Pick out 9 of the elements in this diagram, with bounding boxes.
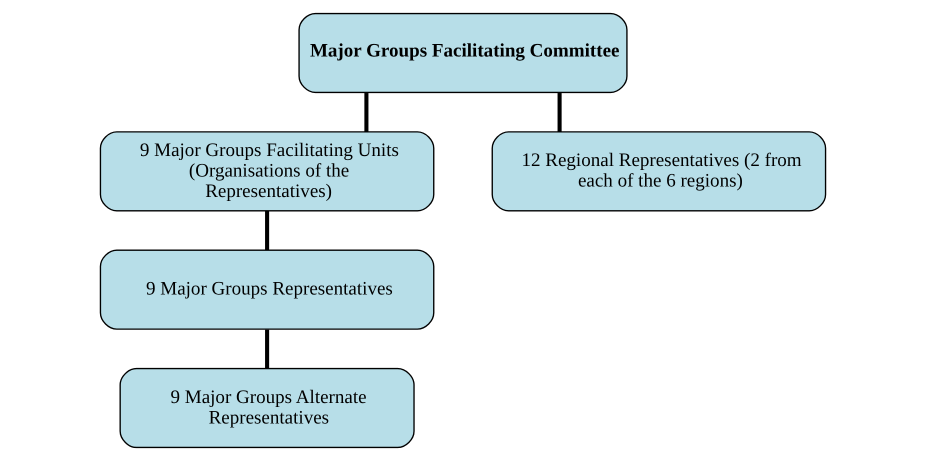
node-box: 12 Regional Representatives (2 from each of the 6 regions) [492, 131, 826, 212]
node-box: Major Groups Facilitating Committee [298, 12, 628, 94]
connector [265, 211, 270, 250]
connector [265, 330, 270, 368]
connector [364, 93, 368, 132]
node-box: 9 Major Groups Alternate Representatives [120, 368, 415, 448]
connector [558, 93, 562, 132]
node-box: 9 Major Groups Representatives [100, 250, 434, 330]
node-box: 9 Major Groups Facilitating Units (Organisations of the Representatives) [100, 131, 434, 212]
